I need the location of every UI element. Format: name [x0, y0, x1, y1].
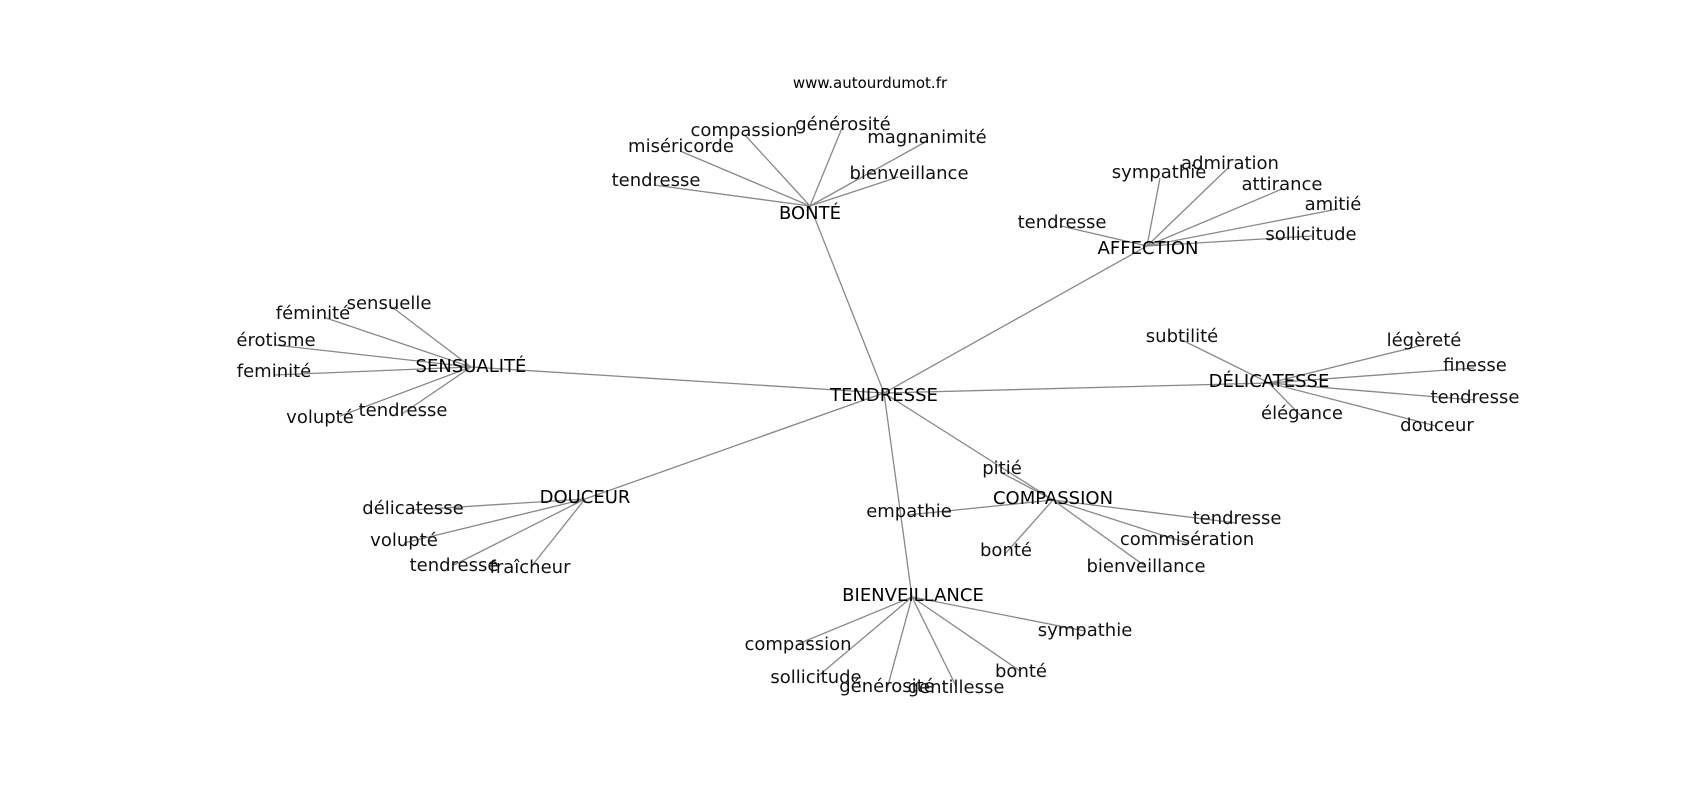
- hub-word-label[interactable]: DÉLICATESSE: [1209, 370, 1330, 392]
- center-to-hub-edge: [883, 245, 1148, 394]
- hub-to-word-edge: [339, 366, 472, 417]
- related-word-label[interactable]: gentillesse: [908, 677, 1005, 698]
- center-word: TENDRESSE: [829, 385, 938, 406]
- center-to-hub-edge: [883, 392, 913, 598]
- graph-edges: [273, 127, 1475, 690]
- hub-word-label[interactable]: BONTÉ: [779, 202, 841, 224]
- related-word-label[interactable]: attirance: [1242, 174, 1323, 195]
- center-to-hub-edge: [584, 392, 885, 500]
- hub-to-word-edge: [1268, 382, 1304, 419]
- related-word-label[interactable]: générosité: [839, 676, 935, 697]
- hub-to-word-edge: [1004, 499, 1054, 555]
- related-word-label[interactable]: admiration: [1181, 153, 1279, 174]
- hub-to-word-edge: [809, 127, 843, 207]
- center-to-hub-edge: [470, 366, 885, 394]
- related-word-label[interactable]: tendresse: [612, 170, 701, 191]
- hub-to-word-edge: [886, 596, 913, 690]
- hub-to-word-edge: [1268, 382, 1475, 401]
- related-word-label[interactable]: sympathie: [1038, 620, 1133, 641]
- related-word-label[interactable]: bonté: [995, 661, 1047, 682]
- hub-to-word-edge: [1052, 499, 1188, 544]
- related-word-label[interactable]: tendresse: [1431, 387, 1520, 408]
- hub-to-word-edge: [1146, 208, 1339, 247]
- related-word-label[interactable]: élégance: [1261, 403, 1343, 424]
- related-word-label[interactable]: générosité: [795, 114, 891, 135]
- related-word-label[interactable]: tendresse: [359, 400, 448, 421]
- related-word-label[interactable]: feminité: [237, 361, 312, 382]
- related-word-label[interactable]: volupté: [286, 407, 354, 428]
- center-to-hub-edge: [883, 392, 1054, 501]
- hub-to-word-edge: [1052, 499, 1237, 524]
- hub-to-word-edge: [744, 134, 811, 207]
- hub-to-word-edge: [411, 498, 586, 511]
- hub-to-word-edge: [907, 499, 1054, 516]
- hub-word-label[interactable]: BIENVEILLANCE: [842, 585, 984, 606]
- hub-to-word-edge: [653, 184, 811, 207]
- hub-to-word-edge: [1052, 499, 1146, 567]
- related-word-label[interactable]: magnanimité: [867, 127, 987, 148]
- related-word-label[interactable]: bienveillance: [849, 163, 968, 184]
- hub-to-word-edge: [1146, 235, 1313, 247]
- hub-to-word-edge: [809, 176, 899, 207]
- related-word-label[interactable]: sensuelle: [347, 293, 432, 314]
- related-word-label[interactable]: miséricorde: [628, 136, 734, 157]
- hub-to-word-edge: [403, 498, 586, 544]
- hub-to-word-edge: [274, 344, 472, 368]
- hub-to-word-edge: [911, 596, 1086, 632]
- related-word-label[interactable]: pitié: [982, 458, 1022, 479]
- hub-to-word-edge: [1146, 167, 1229, 247]
- hub-to-word-edge: [1146, 177, 1161, 247]
- related-word-label[interactable]: volupté: [370, 530, 438, 551]
- hub-to-word-edge: [401, 366, 472, 415]
- hub-to-word-edge: [1060, 225, 1148, 247]
- related-word-label[interactable]: délicatesse: [362, 498, 463, 519]
- related-word-label[interactable]: érotisme: [236, 330, 315, 351]
- center-to-hub-edge: [809, 205, 885, 394]
- related-word-label[interactable]: subtilité: [1146, 326, 1218, 347]
- hub-to-word-edge: [809, 140, 928, 207]
- related-word-label[interactable]: bienveillance: [1086, 556, 1205, 577]
- hub-to-word-edge: [325, 317, 472, 368]
- hub-to-word-edge: [1001, 472, 1054, 501]
- related-word-label[interactable]: tendresse: [410, 555, 499, 576]
- related-word-label[interactable]: légèreté: [1387, 330, 1462, 351]
- hub-to-word-edge: [911, 596, 957, 687]
- center-to-hub-edge: [883, 382, 1270, 394]
- hub-to-word-edge: [816, 596, 913, 678]
- related-word-label[interactable]: finesse: [1443, 355, 1507, 376]
- related-word-label[interactable]: sympathie: [1112, 162, 1207, 183]
- related-word-label[interactable]: amitié: [1305, 194, 1362, 215]
- hub-to-word-edge: [391, 306, 472, 368]
- related-word-label[interactable]: féminité: [276, 303, 351, 324]
- related-word-label[interactable]: fraîcheur: [490, 557, 572, 578]
- related-word-label[interactable]: tendresse: [1193, 508, 1282, 529]
- hub-to-word-edge: [530, 498, 586, 568]
- hub-to-word-edge: [1268, 344, 1424, 384]
- graph-labels: www.autourdumot.fr TENDRESSE tendresse mi…: [236, 74, 1519, 698]
- hub-word-label[interactable]: DOUCEUR: [540, 487, 631, 508]
- related-word-label[interactable]: tendresse: [1018, 212, 1107, 233]
- hub-to-word-edge: [453, 498, 586, 566]
- hub-word-label[interactable]: COMPASSION: [993, 488, 1113, 509]
- hub-to-word-edge: [1181, 339, 1270, 384]
- hub-to-word-edge: [797, 596, 913, 645]
- site-watermark: www.autourdumot.fr: [793, 74, 948, 92]
- hub-to-word-edge: [679, 150, 811, 207]
- hub-to-word-edge: [1268, 367, 1475, 384]
- related-word-label[interactable]: bonté: [980, 540, 1032, 561]
- hub-to-word-edge: [911, 596, 1021, 672]
- hub-to-word-edge: [273, 366, 472, 376]
- hub-word-label[interactable]: SENSUALITÉ: [416, 355, 527, 377]
- hub-to-word-edge: [1146, 188, 1283, 247]
- related-word-label[interactable]: empathie: [866, 501, 952, 522]
- related-word-label[interactable]: sollicitude: [770, 667, 861, 688]
- related-word-label[interactable]: sollicitude: [1265, 224, 1356, 245]
- hub-to-word-edge: [1268, 382, 1437, 427]
- related-word-label[interactable]: compassion: [744, 634, 851, 655]
- related-word-label[interactable]: commisération: [1120, 529, 1254, 550]
- related-word-label[interactable]: compassion: [690, 120, 797, 141]
- related-word-label[interactable]: douceur: [1400, 415, 1474, 436]
- hub-word-label[interactable]: AFFECTION: [1098, 238, 1199, 259]
